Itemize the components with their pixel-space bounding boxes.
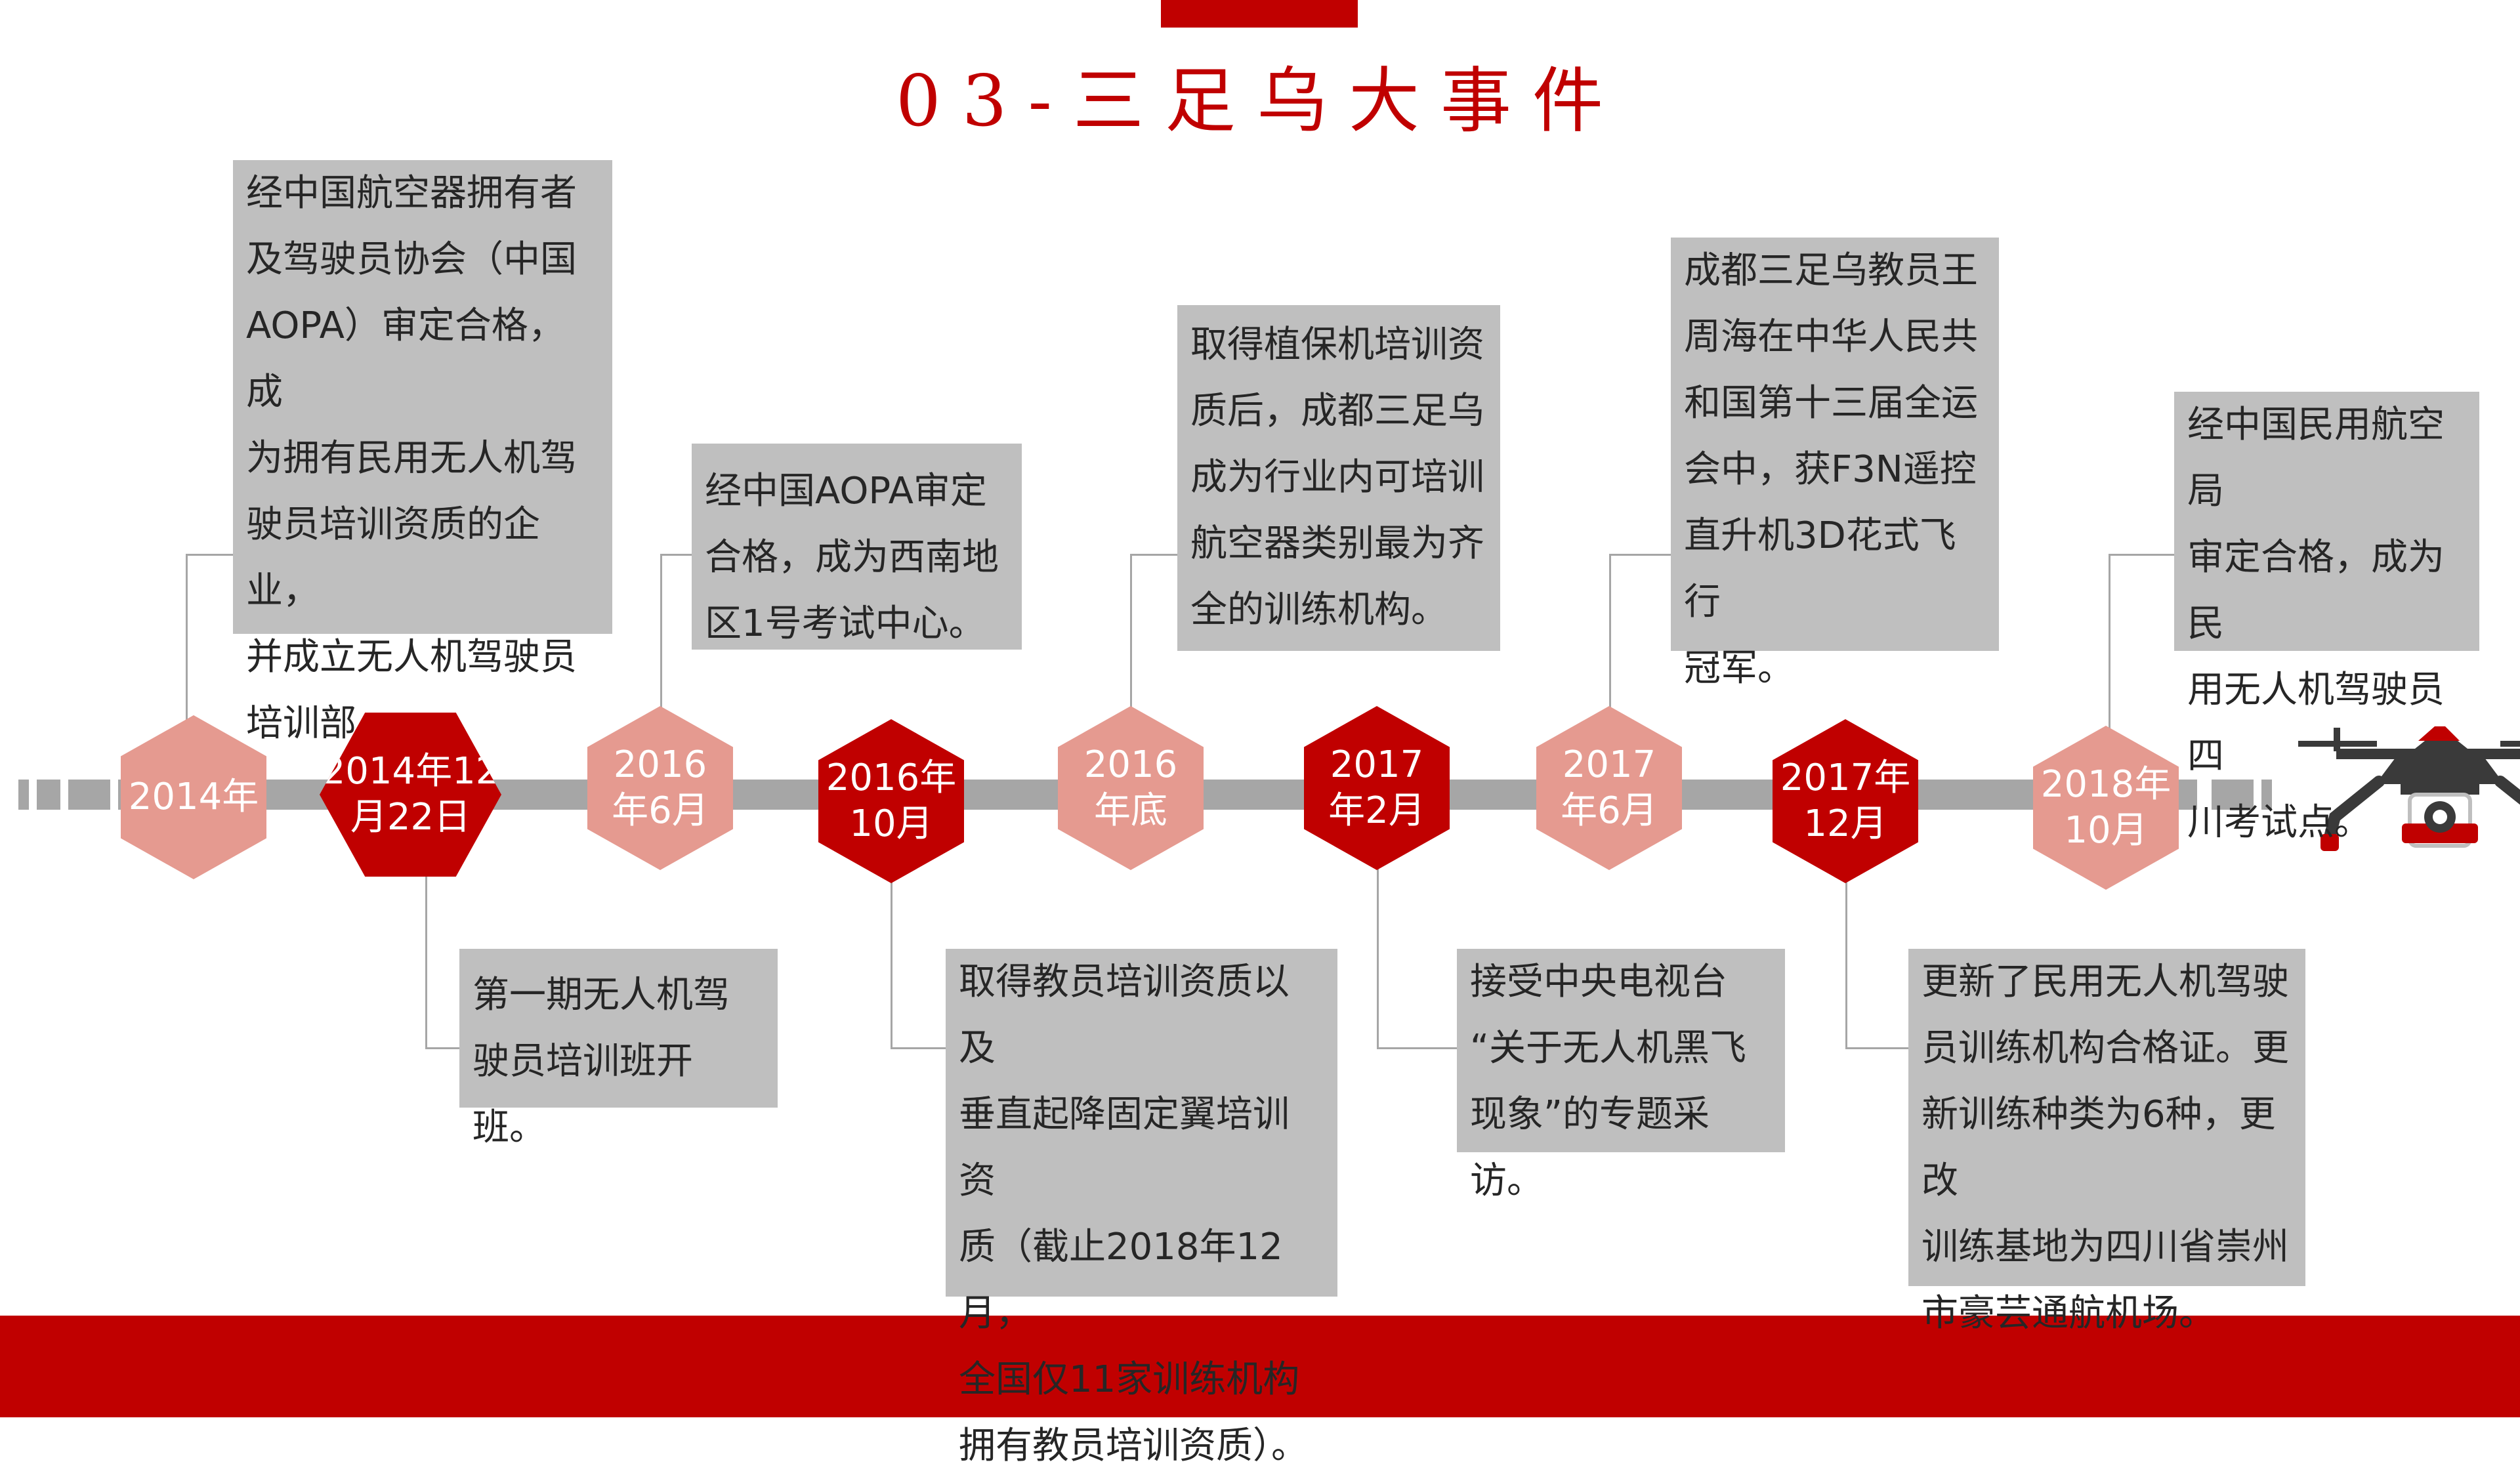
connector-6 [1377, 866, 1459, 1049]
top-accent-tab [1161, 0, 1358, 28]
event-box-2017-12: 更新了民用无人机驾驶 员训练机构合格证。更 新训练种类为6种，更改 训练基地为四… [1908, 949, 2305, 1335]
axis-dash-1 [18, 780, 29, 810]
connector-1 [186, 554, 235, 724]
event-box-2014: 经中国航空器拥有者 及驾驶员协会（中国 AOPA）审定合格，成 为拥有民用无人机… [233, 160, 612, 745]
connector-2 [425, 877, 461, 1049]
event-box-2017-06: 成都三足乌教员王 周海在中华人民共 和国第十三届全运 会中，获F3N遥控 直升机… [1671, 238, 1999, 690]
axis-dash-5 [2261, 780, 2272, 810]
event-box-2016-06: 经中国AOPA审定 合格，成为西南地 区1号考试中心。 [692, 444, 1022, 650]
connector-9 [2109, 554, 2176, 734]
connector-5 [1130, 554, 1179, 728]
drone-icon [2298, 726, 2520, 851]
axis-dash-2 [37, 780, 60, 810]
event-box-2017-02: 接受中央电视台 “关于无人机黑飞 现象”的专题采访。 [1457, 949, 1785, 1202]
connector-3 [660, 554, 694, 728]
connector-8 [1845, 866, 1910, 1049]
connector-4 [891, 866, 948, 1049]
event-box-2016-10: 取得教员培训资质以及 垂直起降固定翼培训资 质（截止2018年12月， 全国仅1… [946, 949, 1337, 1467]
axis-dash-3 [68, 780, 110, 810]
axis-dash-4 [2212, 780, 2254, 810]
page-title: 03-三足乌大事件 [896, 60, 1624, 142]
event-box-2014-12: 第一期无人机驾 驶员培训班开班。 [459, 949, 778, 1149]
footer-band [0, 1316, 2520, 1417]
event-box-2018-10: 经中国民用航空局 审定合格，成为民 用无人机驾驶员四 川考试点。 [2174, 392, 2479, 844]
connector-7 [1609, 554, 1673, 728]
event-box-2016-end: 取得植保机培训资 质后，成都三足乌 成为行业内可培训 航空器类别最为齐 全的训练… [1177, 305, 1500, 651]
